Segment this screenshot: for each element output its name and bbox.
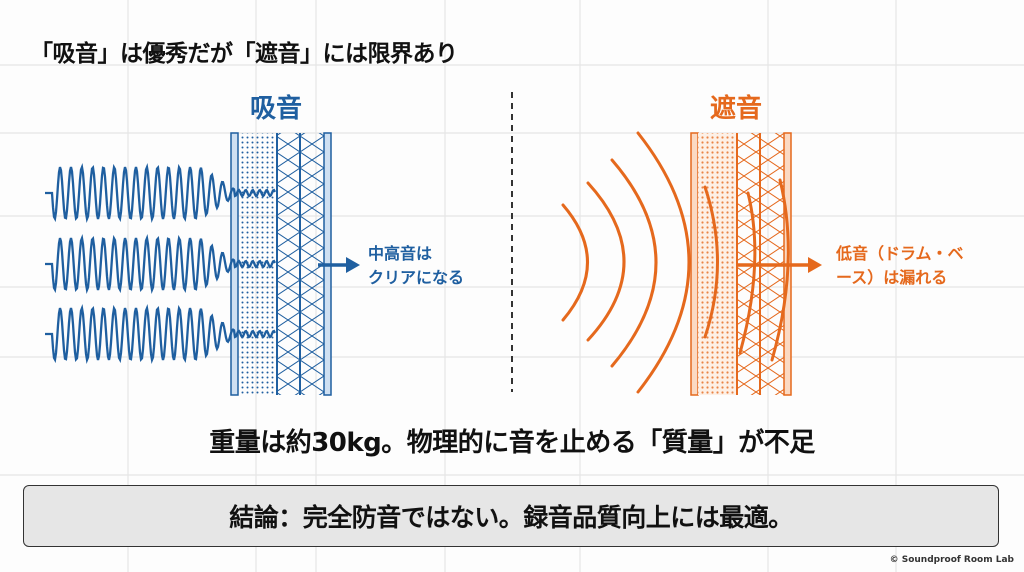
mass-note: 重量は約30kg。物理的に音を止める「質量」が不足 <box>209 428 815 458</box>
insulation-callout-line1: 低音（ドラム・ベ <box>836 244 964 263</box>
absorption-callout-line2: クリアになる <box>368 268 465 287</box>
insulation-sound-arcs <box>561 131 790 394</box>
conclusion-box: 結論：完全防音ではない。録音品質向上には最適。 <box>23 485 999 547</box>
absorption-label: 吸音 <box>250 94 303 124</box>
absorption-sine-waves <box>45 162 277 365</box>
insulation-label: 遮音 <box>710 94 763 124</box>
absorption-callout-line1: 中高音は <box>368 244 433 263</box>
insulation-arrow-icon <box>738 257 822 273</box>
absorption-wall <box>230 132 332 396</box>
insulation-callout: 低音（ドラム・ベ ース）は漏れる <box>836 242 964 290</box>
slide-title: 「吸音」は優秀だが「遮音」には限界あり <box>30 41 458 67</box>
copyright-credit: © Soundproof Room Lab <box>889 555 1014 565</box>
absorption-arrow-icon <box>318 257 360 273</box>
absorption-callout: 中高音は クリアになる <box>368 242 464 290</box>
insulation-callout-line2: ース）は漏れる <box>836 268 948 287</box>
conclusion-text: 結論：完全防音ではない。録音品質向上には最適。 <box>229 503 793 532</box>
